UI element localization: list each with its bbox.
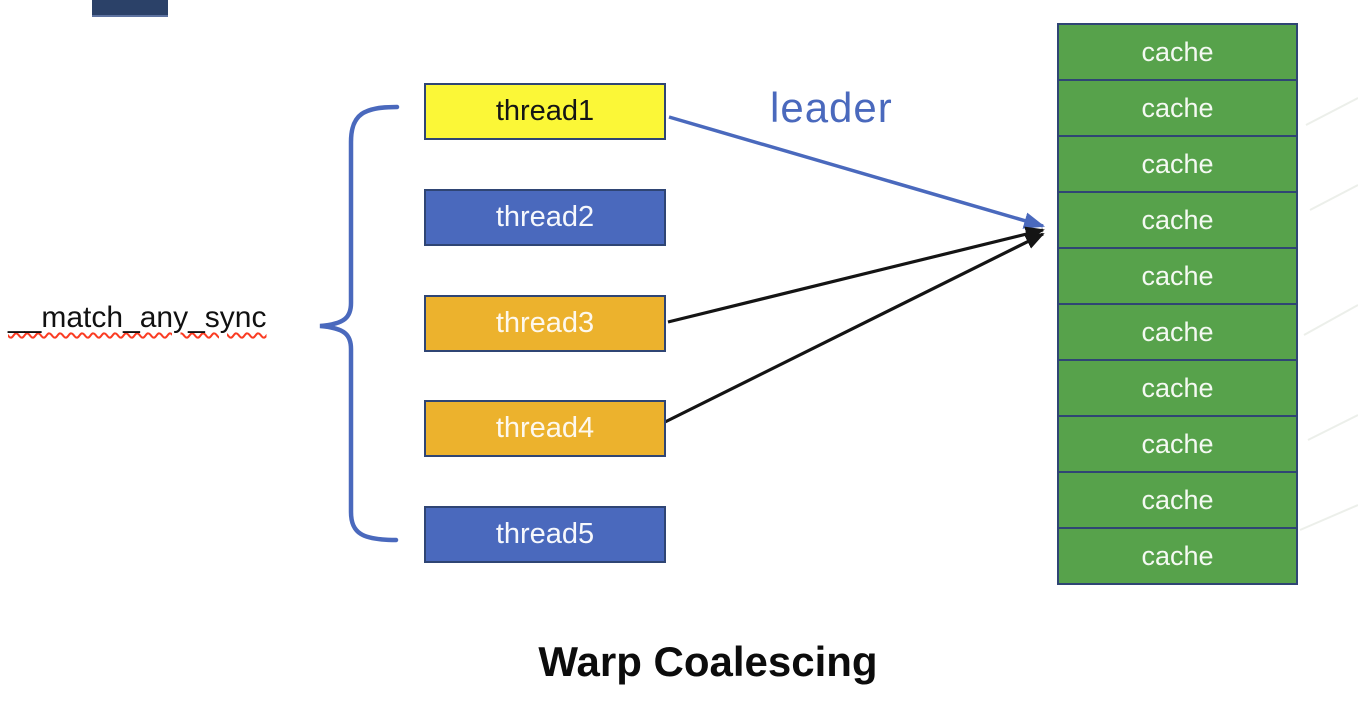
thread-label: thread2 [495, 200, 595, 233]
cache-cell-5: cache [1057, 247, 1298, 305]
background-watermark [1299, 97, 1358, 531]
cache-label: cache [1141, 204, 1214, 235]
thread-box-thread1: thread1 [424, 83, 666, 140]
arrow-thread4 [664, 232, 1045, 424]
cache-label: cache [1141, 260, 1214, 291]
thread-label: thread5 [495, 518, 595, 550]
cache-label: cache [1141, 428, 1214, 459]
thread-box-thread3: thread3 [424, 294, 666, 352]
leader-arrow [668, 115, 1046, 229]
thread-stack: thread1 thread2 thread3 thread4 thread5 [424, 83, 666, 563]
thread-label: thread1 [495, 95, 595, 127]
arrow-thread3 [667, 226, 1045, 324]
cache-cell-1: cache [1057, 23, 1298, 81]
group-brace [319, 104, 400, 543]
cache-cell-4: cache [1057, 191, 1298, 249]
thread-label: thread4 [495, 412, 595, 445]
cache-cell-10: cache [1057, 527, 1298, 585]
cache-label: cache [1141, 372, 1214, 403]
cache-cell-7: cache [1057, 359, 1298, 417]
cache-cell-6: cache [1057, 303, 1298, 361]
cache-cell-8: cache [1057, 415, 1298, 473]
cache-label: cache [1141, 484, 1214, 515]
cache-label: cache [1141, 36, 1214, 67]
cache-label: cache [1141, 92, 1214, 123]
accent-bar [92, 0, 168, 17]
diagram-title: Warp Coalescing [538, 638, 878, 685]
cache-label: cache [1141, 316, 1214, 347]
cache-cell-3: cache [1057, 135, 1298, 193]
cache-cell-9: cache [1057, 471, 1298, 529]
cache-cell-2: cache [1057, 79, 1298, 137]
leader-label: leader [770, 84, 893, 131]
thread-box-thread4: thread4 [424, 400, 666, 458]
function-name-label: __match_any_sync [8, 301, 267, 334]
cache-column: cache cache cache cache cache cache cache cache… [1057, 23, 1298, 585]
cache-label: cache [1141, 540, 1214, 571]
thread-label: thread3 [495, 306, 595, 339]
cache-label: cache [1141, 148, 1214, 179]
thread-box-thread5: thread5 [424, 506, 666, 563]
thread-box-thread2: thread2 [424, 188, 666, 246]
